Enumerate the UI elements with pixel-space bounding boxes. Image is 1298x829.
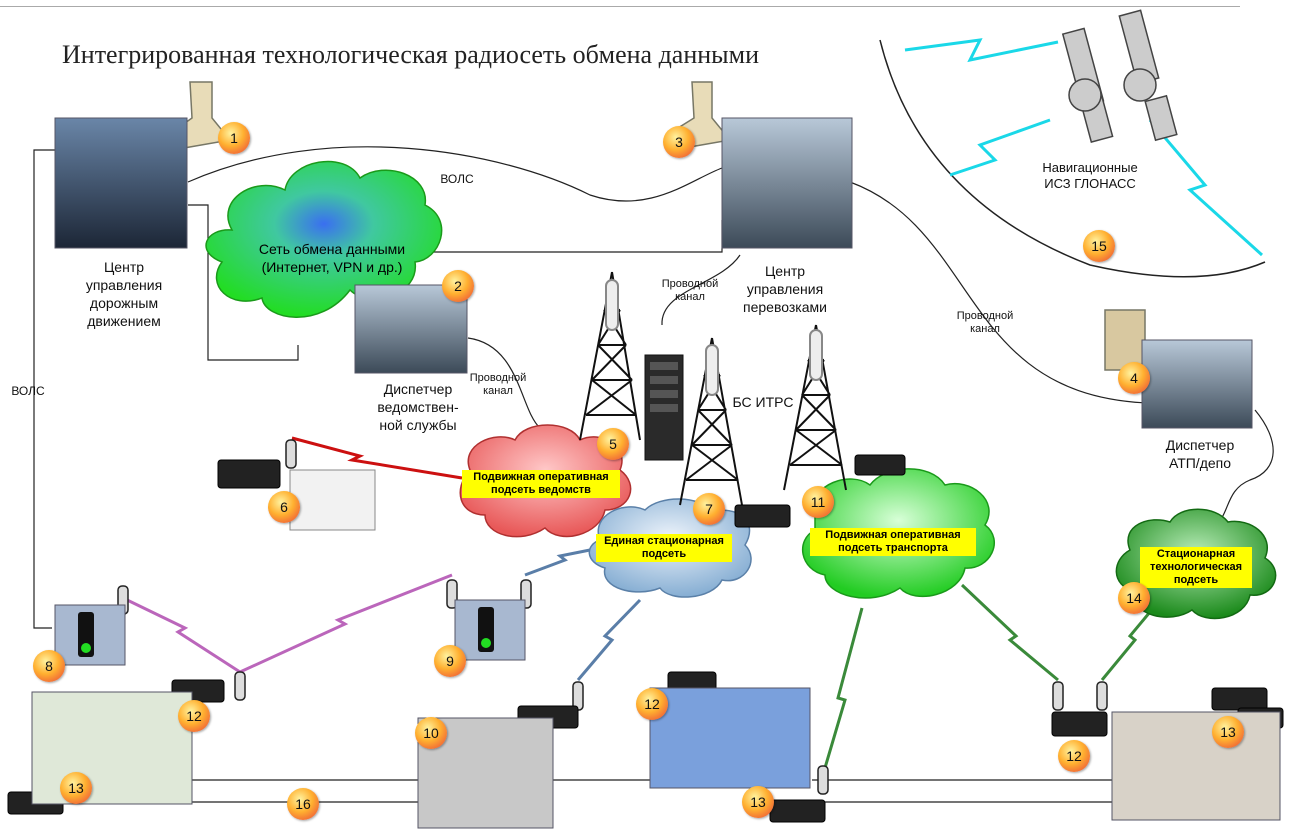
radio-links: [122, 38, 1264, 779]
photo-transport-center: [721, 117, 853, 249]
label-wired-1: Проводной канал: [469, 372, 527, 397]
badge-13-left: 13: [60, 772, 92, 804]
label-wired-3: Проводной канал: [956, 310, 1014, 335]
label-wired-2: Проводной канал: [661, 278, 719, 303]
orbit-arc: [879, 39, 1266, 278]
badge-12-right: 12: [1058, 740, 1090, 772]
badge-12-left: 12: [178, 700, 210, 732]
label-traffic-center: Центр управления дорожным движением: [85, 259, 163, 329]
badge-11: 11: [802, 486, 834, 518]
page-title: Интегрированная технологическая радиосет…: [62, 40, 759, 69]
satellites: [1061, 9, 1178, 143]
photo-traffic-center: [54, 117, 188, 249]
cloud-data-network: [205, 160, 443, 318]
badge-8: 8: [33, 650, 65, 682]
label-bs: БС ИТРС: [732, 394, 794, 410]
badge-3: 3: [663, 126, 695, 158]
cloud-label-mobile-dept: Подвижная оперативная подсеть ведомств: [462, 470, 620, 498]
photo-atp-dispatcher: [1141, 339, 1253, 429]
badge-15: 15: [1083, 230, 1115, 262]
badge-9: 9: [434, 645, 466, 677]
radio-tower-2: [679, 337, 743, 506]
traffic-light-shapes: [78, 607, 494, 657]
rooftop-antennas: [177, 81, 1146, 371]
photo-bus-right: [1111, 711, 1281, 821]
cloud-label-mobile-transport: Подвижная оперативная подсеть транспорта: [810, 528, 976, 556]
label-volc-left: ВОЛС: [11, 384, 45, 398]
photo-trolleybus: [649, 687, 811, 789]
label-atp-dispatcher: Диспетчер АТП/депо: [1165, 437, 1235, 471]
label-dept-dispatcher: Диспетчер ведомствен-ной службы: [377, 381, 459, 433]
badge-7: 7: [693, 493, 725, 525]
photo-ambulance: [289, 469, 376, 531]
radio-tower-1: [579, 271, 641, 441]
badge-13-right: 13: [1212, 716, 1244, 748]
badge-5: 5: [597, 428, 629, 460]
badge-13-middle: 13: [742, 786, 774, 818]
cloud-label-stationary-tech: Стационарная технологическая подсеть: [1140, 547, 1252, 588]
badge-6: 6: [268, 491, 300, 523]
photo-dept-dispatcher: [354, 284, 468, 374]
photo-bus-left: [31, 691, 193, 805]
label-transport-center: Центр управления перевозками: [743, 263, 827, 315]
badge-16: 16: [287, 788, 319, 820]
radio-tower-3: [783, 324, 847, 491]
label-volc-top: ВОЛС: [440, 172, 474, 186]
top-rule: [0, 6, 1240, 7]
badge-2: 2: [442, 270, 474, 302]
label-glonass: Навигационные ИСЗ ГЛОНАСС: [1042, 160, 1138, 191]
badge-14: 14: [1118, 582, 1150, 614]
badge-4: 4: [1118, 362, 1150, 394]
badge-1: 1: [218, 122, 250, 154]
badge-12-trolley: 12: [636, 688, 668, 720]
cloud-label-unified: Единая стационарная подсеть: [596, 534, 732, 562]
cloud-label-data-network: Сеть обмена данными (Интернет, VPN и др.…: [258, 241, 406, 275]
badge-10: 10: [415, 717, 447, 749]
